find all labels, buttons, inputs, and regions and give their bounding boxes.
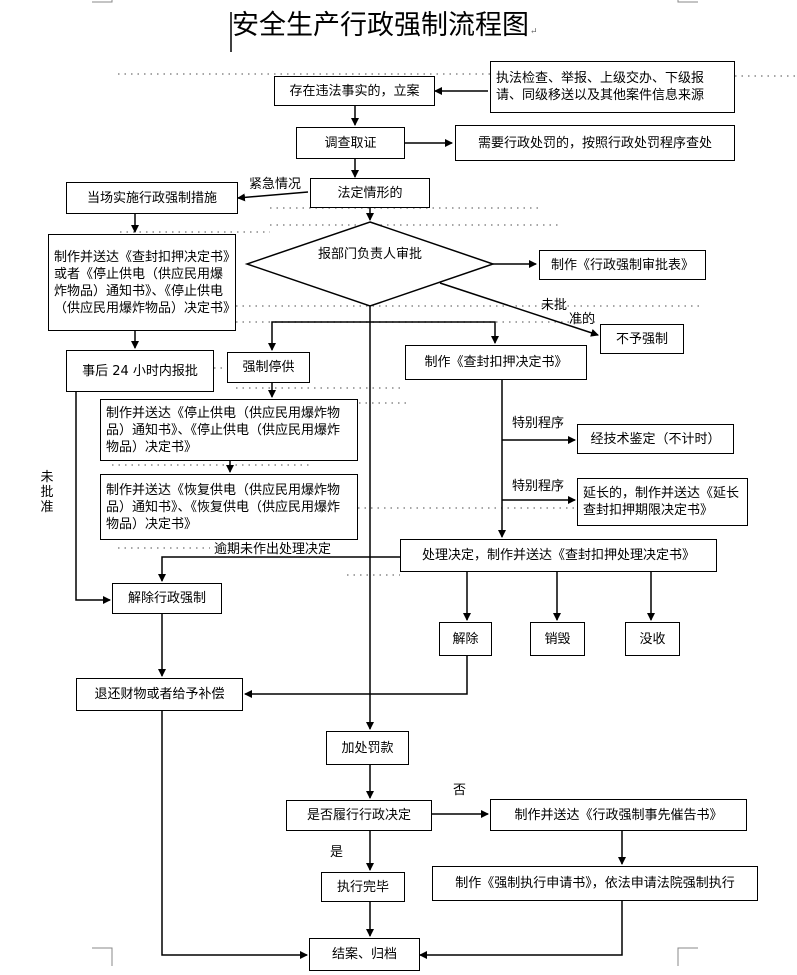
label-urgent: 紧急情况	[249, 177, 302, 192]
corner-mark-top-right	[677, 0, 698, 3]
label-not-approved: 未批	[541, 298, 568, 313]
node-court-apply: 制作《强制执行申请书》，依法申请法院强制执行	[432, 866, 758, 901]
corner-mark-bottom-right	[677, 947, 698, 966]
node-release-force: 解除行政强制	[112, 583, 222, 614]
node-force-stop: 强制停供	[227, 352, 310, 383]
node-penalty-route: 需要行政处罚的，按照行政处罚程序查处	[455, 125, 735, 161]
node-resume-notice: 制作并送达《恢复供电（供应民用爆炸物品）通知书》、《恢复供电（供应民用爆炸物品）…	[100, 474, 358, 540]
node-report-head: 报部门负责人审批	[317, 247, 422, 262]
corner-mark-bottom-left	[92, 947, 113, 966]
label-special-2: 特别程序	[512, 479, 565, 494]
corner-mark-top-left	[92, 0, 113, 3]
label-yes: 是	[330, 845, 344, 860]
page-title: 安全生产行政强制流程图↵	[232, 10, 538, 41]
node-approval-form: 制作《行政强制审批表》	[539, 250, 706, 280]
label-overdue: 逾期未作出处理决定	[214, 542, 332, 557]
node-extend: 延长的，制作并送达《延长查封扣押期限决定书》	[577, 478, 748, 526]
node-filing: 存在违法事实的，立案	[274, 76, 435, 106]
node-reminder: 制作并送达《行政强制事先催告书》	[490, 799, 747, 831]
node-extra-fine: 加处罚款	[326, 731, 409, 765]
node-onsite: 当场实施行政强制措施	[66, 182, 238, 214]
label-approved: 准的	[569, 312, 596, 327]
label-special-1: 特别程序	[512, 416, 565, 431]
node-source: 执法检查、举报、上级交办、下级报请、同级移送以及其他案件信息来源	[490, 61, 735, 113]
node-confiscate: 没收	[625, 622, 680, 656]
node-close: 结案、归档	[309, 938, 420, 971]
approval-diamond	[244, 221, 496, 307]
node-return-goods: 退还财物或者给予补偿	[76, 678, 243, 711]
node-statutory: 法定情形的	[310, 178, 430, 208]
node-stop-notice: 制作并送达《停止供电（供应民用爆炸物品）通知书》、《停止供电（供应民用爆炸物品）…	[100, 399, 358, 461]
node-seal-decision: 制作《查封扣押决定书》	[405, 345, 587, 380]
node-report-24h: 事后 24 小时内报批	[66, 350, 214, 392]
label-no: 否	[453, 783, 467, 798]
label-not-approved-vertical: 未批准	[40, 470, 54, 515]
node-handle-decision: 处理决定，制作并送达《查封扣押处理决定书》	[400, 539, 717, 572]
node-no-force: 不予强制	[600, 324, 684, 354]
node-done: 执行完毕	[321, 872, 405, 902]
node-release: 解除	[439, 622, 492, 656]
node-make-send-docs: 制作并送达《查封扣押决定书》或者《停止供电（供应民用爆炸物品）通知书》、《停止供…	[48, 234, 236, 331]
node-investigate: 调查取证	[296, 127, 405, 159]
node-tech-appraisal: 经技术鉴定（不计时）	[577, 424, 734, 454]
node-destroy: 销毁	[530, 622, 585, 656]
node-fulfilled-question: 是否履行行政决定	[286, 800, 432, 831]
